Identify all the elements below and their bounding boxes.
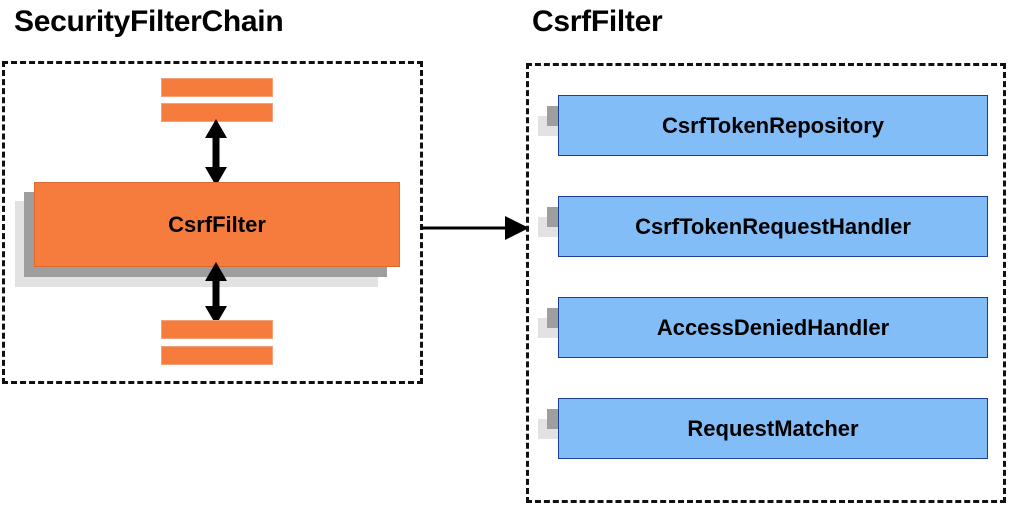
csrf-filter-label: CsrfFilter: [168, 211, 266, 237]
component-csrf-filter[interactable]: CsrfFilter: [15, 182, 405, 287]
request-matcher-face[interactable]: RequestMatcher: [558, 398, 988, 459]
csrf-token-request-handler-face[interactable]: CsrfTokenRequestHandler: [558, 196, 988, 257]
component-access-denied-handler[interactable]: AccessDeniedHandler: [538, 297, 990, 379]
csrf-token-request-handler-label: CsrfTokenRequestHandler: [635, 213, 911, 239]
access-denied-handler-label: AccessDeniedHandler: [656, 314, 890, 340]
access-denied-handler-face[interactable]: AccessDeniedHandler: [558, 297, 988, 358]
filter-bar-3[interactable]: [161, 320, 273, 339]
component-request-matcher[interactable]: RequestMatcher: [538, 398, 990, 480]
component-csrf-token-request-handler[interactable]: CsrfTokenRequestHandler: [538, 196, 990, 278]
filter-bar-4[interactable]: [161, 346, 273, 365]
arrow-expand-csrf-filter: [422, 216, 529, 240]
request-matcher-label: RequestMatcher: [687, 415, 859, 441]
filter-bar-1[interactable]: [161, 78, 273, 97]
arrow-filterbar2-to-csrffilter: [205, 119, 227, 186]
arrow-csrffilter-to-filterbar3: [205, 262, 227, 325]
panel-title-security-filter-chain: SecurityFilterChain: [14, 5, 284, 38]
csrf-token-repository-face[interactable]: CsrfTokenRepository: [558, 95, 988, 156]
panel-title-csrf-filter: CsrfFilter: [532, 5, 663, 38]
panel-security-filter-chain: [2, 61, 423, 384]
csrf-filter-face[interactable]: CsrfFilter: [34, 182, 400, 267]
component-csrf-token-repository[interactable]: CsrfTokenRepository: [538, 95, 990, 177]
csrf-token-repository-label: CsrfTokenRepository: [661, 112, 885, 138]
panel-csrf-filter-detail: [526, 63, 1006, 503]
